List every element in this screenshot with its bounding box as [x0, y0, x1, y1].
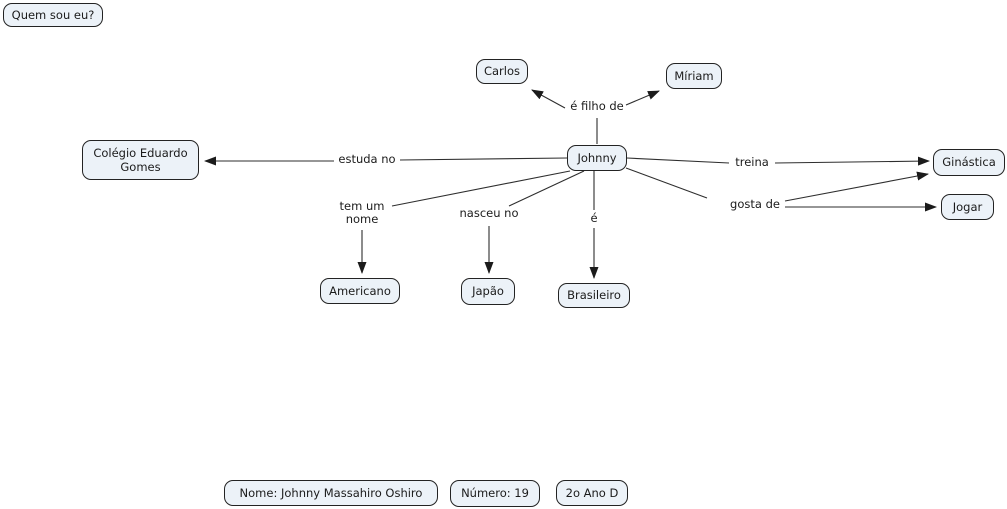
node-miriam[interactable]: Míriam: [666, 63, 722, 89]
edge-label-e-filho-de[interactable]: é filho de: [570, 99, 624, 113]
node-nome-completo[interactable]: Nome: Johnny Massahiro Oshiro: [224, 480, 438, 506]
node-johnny[interactable]: Johnny: [567, 145, 627, 171]
node-americano[interactable]: Americano: [320, 278, 400, 304]
edge-label-gosta-de[interactable]: gosta de: [730, 197, 780, 211]
node-turma[interactable]: 2o Ano D: [556, 480, 628, 506]
node-quem-sou-eu[interactable]: Quem sou eu?: [3, 3, 103, 27]
edge-johnny-to-nasceu-no: [508, 170, 585, 207]
edge-label-tem-um-nome[interactable]: tem um nome: [339, 199, 385, 227]
node-japao[interactable]: Japão: [461, 278, 515, 305]
node-brasileiro[interactable]: Brasileiro: [558, 283, 630, 308]
edge-johnny-to-treina: [626, 157, 730, 164]
edge-label-estuda-no[interactable]: estuda no: [338, 152, 396, 166]
edge-treina-to-ginastica: [774, 156, 930, 166]
edge-johnny-to-gosta-de: [625, 167, 708, 199]
edge-gosta-de-to-ginastica: [784, 171, 929, 202]
edge-label-treina[interactable]: treina: [735, 155, 769, 169]
edge-label-nasceu-no[interactable]: nasceu no: [459, 206, 519, 220]
node-numero[interactable]: Número: 19: [450, 480, 540, 507]
node-ginastica[interactable]: Ginástica: [933, 149, 1005, 176]
node-jogar[interactable]: Jogar: [941, 194, 994, 220]
edge-johnny-to-tem-um-nome: [391, 170, 571, 207]
node-carlos[interactable]: Carlos: [476, 59, 528, 84]
edge-johnny-to-estuda-no: [399, 157, 568, 161]
edge-label-e[interactable]: é: [590, 211, 598, 225]
node-colegio-eduardo-gomes[interactable]: Colégio Eduardo Gomes: [82, 140, 199, 180]
